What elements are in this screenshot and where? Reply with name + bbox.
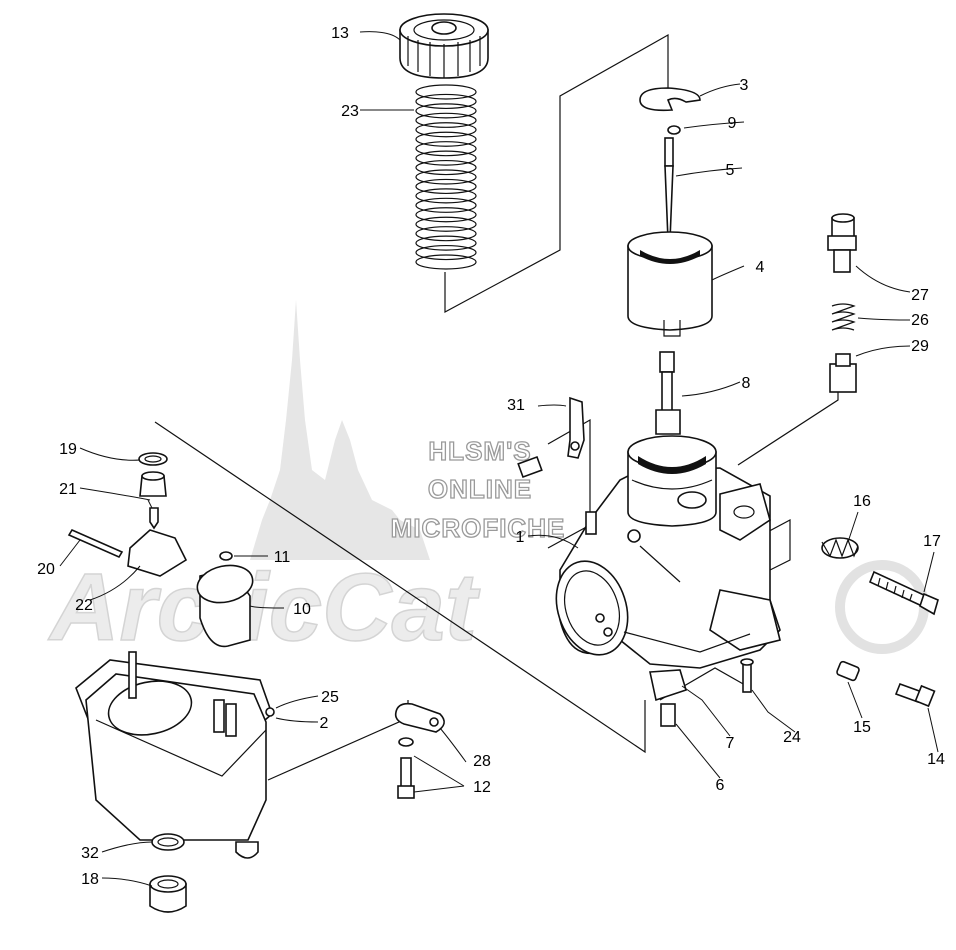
- callout-17: 17: [923, 533, 941, 550]
- callout-14: 14: [927, 751, 945, 768]
- watermark: ArcticCat HLSM'S ONLINE MICROFICHE: [47, 300, 929, 662]
- part-8-rod: [655, 351, 681, 435]
- part-10-float: [196, 564, 254, 648]
- guide-idle-screw: [547, 418, 591, 549]
- callout-7: 7: [726, 735, 735, 752]
- part-22-arm: [127, 529, 188, 577]
- part-27-valve: [827, 213, 857, 273]
- guide-top-right: [737, 380, 839, 466]
- part-1-body: [555, 435, 781, 669]
- callout-27: 27: [911, 287, 929, 304]
- callout-8: 8: [742, 375, 751, 392]
- part-12-screw: [397, 757, 415, 799]
- callout-11: 11: [274, 549, 291, 566]
- spring-coil: [415, 216, 477, 232]
- part-26-spring: [831, 303, 856, 331]
- spring-coil: [415, 112, 477, 128]
- watermark-line-1: HLSM'S: [428, 436, 531, 466]
- callout-12: 12: [473, 779, 491, 796]
- part-13-cap: [399, 13, 489, 79]
- part-15-spring: [836, 660, 860, 682]
- leader-lines: [59, 31, 939, 887]
- watermark-line-3: MICROFICHE: [391, 513, 566, 543]
- callout-22: 22: [75, 597, 93, 614]
- part-12-washer: [398, 737, 414, 747]
- part-7-jet: [649, 669, 687, 702]
- spring-coil: [415, 150, 477, 166]
- callout-9: 9: [728, 115, 737, 132]
- part-4-slide: [627, 231, 713, 337]
- part-16-spring: [821, 537, 859, 559]
- spring-coil: [415, 188, 477, 204]
- part-11-pin: [219, 551, 233, 561]
- callout-24: 24: [783, 729, 801, 746]
- part-21-needle: [149, 507, 159, 530]
- spring-coil: [415, 141, 477, 157]
- spring-coil: [415, 169, 477, 185]
- part-20-pin: [67, 528, 124, 559]
- callout-2: 2: [320, 715, 329, 732]
- guide-bowl-plate: [267, 700, 409, 781]
- callout-16: 16: [853, 493, 871, 510]
- part-18-plug: [149, 875, 187, 913]
- part-14-screw: [894, 682, 936, 708]
- spring-coil: [415, 197, 477, 213]
- guide-right-screw: [759, 519, 791, 576]
- part-21-seat: [139, 471, 167, 497]
- spring-coil: [415, 244, 477, 261]
- spring-coil: [415, 207, 477, 223]
- callout-19: 19: [59, 441, 77, 458]
- spring-coil: [415, 178, 477, 195]
- spring-coil: [415, 122, 477, 138]
- part-19-washer: [138, 452, 168, 466]
- part-24-screw: [740, 658, 754, 693]
- spring-coil: [415, 93, 477, 110]
- guide-spring-to-cap: [444, 33, 669, 314]
- part-30-screw: [517, 455, 543, 479]
- callout-4: 4: [756, 259, 765, 276]
- callout-5: 5: [726, 162, 735, 179]
- callout-23: 23: [341, 103, 359, 120]
- part-5-needle: [664, 137, 674, 241]
- callout-15: 15: [853, 719, 871, 736]
- spring-coil: [415, 103, 477, 119]
- spring-coil: [415, 84, 477, 100]
- spring-coil: [415, 235, 477, 251]
- guide-lines: [154, 33, 839, 781]
- part-31-bracket: [567, 396, 585, 459]
- part-32-gasket: [151, 833, 185, 851]
- callout-31: 31: [507, 397, 525, 414]
- part-2-bowl: [85, 651, 275, 859]
- spring-coil: [415, 226, 477, 242]
- callout-32: 32: [81, 845, 99, 862]
- spring-coil: [415, 131, 477, 147]
- part-23-spring: [415, 84, 477, 270]
- watermark-line-2: ONLINE: [428, 474, 532, 504]
- part-6-jet: [660, 703, 676, 727]
- callout-21: 21: [59, 481, 77, 498]
- callout-26: 26: [911, 312, 929, 329]
- callout-3: 3: [740, 77, 749, 94]
- callout-25: 25: [321, 689, 339, 706]
- callout-6: 6: [716, 777, 725, 794]
- part-28-plate: [394, 702, 445, 733]
- part-3-clip: [639, 87, 701, 112]
- callout-1: 1: [516, 529, 525, 546]
- callout-13: 13: [331, 25, 349, 42]
- callout-20: 20: [37, 561, 55, 578]
- callout-18: 18: [81, 871, 99, 888]
- callout-10: 10: [293, 601, 311, 618]
- guide-bowl-to-body: [154, 421, 646, 754]
- callout-29: 29: [911, 338, 929, 355]
- part-9-clip: [667, 125, 681, 135]
- callout-28: 28: [473, 753, 491, 770]
- part-17-screw: [868, 570, 939, 616]
- spring-coil: [415, 254, 477, 270]
- spring-coil: [415, 159, 477, 176]
- part-29-plunger: [829, 353, 857, 393]
- watermark-skyline: [250, 300, 430, 560]
- callouts: 13 23 3 9 5 4 8 27 26 29 31 1 16 17 15 1…: [37, 25, 945, 888]
